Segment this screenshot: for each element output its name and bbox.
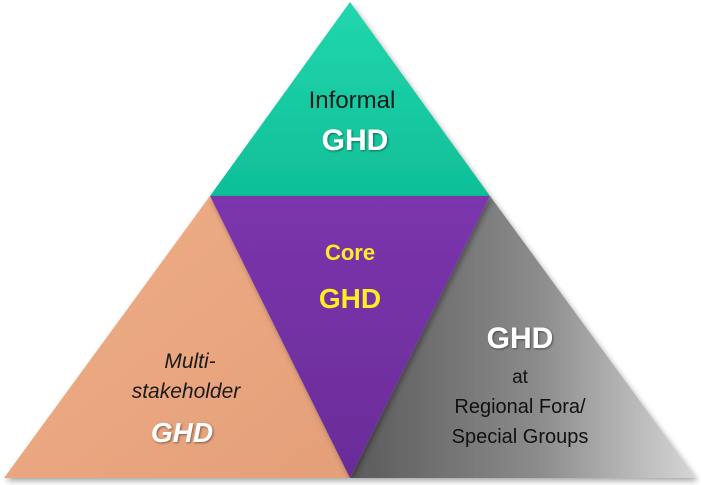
right-label-line1: GHD [487, 322, 554, 355]
center-label-line1: Core [325, 240, 375, 265]
left-label-line3: GHD [151, 417, 213, 448]
right-label-line3: Regional Fora/ [454, 396, 586, 418]
top-label-line2: GHD [322, 124, 389, 157]
left-label-line2: stakeholder [132, 380, 242, 403]
right-triangle-regional-fora [350, 196, 696, 478]
right-label-line2: at [512, 367, 529, 388]
right-label-line4: Special Groups [452, 426, 589, 448]
left-triangle-multistakeholder [4, 196, 350, 478]
top-triangle-informal [210, 2, 490, 196]
center-label-line2: GHD [319, 283, 381, 314]
left-label-line1: Multi- [164, 350, 215, 373]
center-triangle-core [210, 196, 490, 478]
top-label-line1: Informal [309, 87, 396, 114]
